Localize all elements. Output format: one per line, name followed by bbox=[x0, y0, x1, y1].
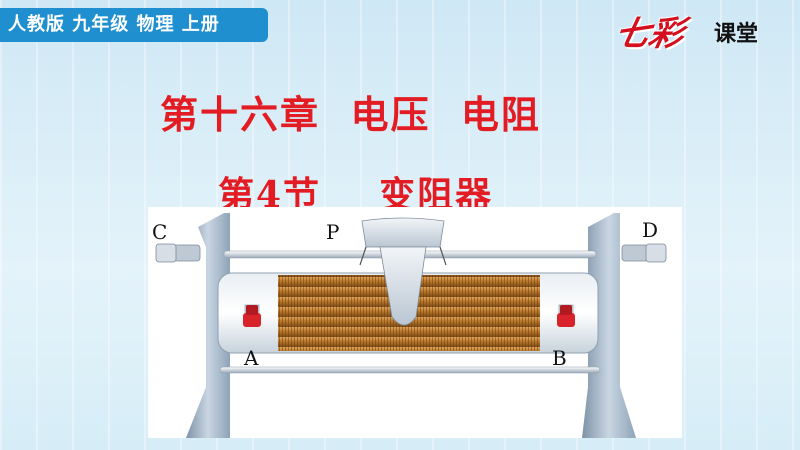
label-b: B bbox=[552, 346, 567, 370]
terminal-c bbox=[155, 243, 201, 263]
right-stand bbox=[582, 213, 636, 438]
brand-logo-script: 七彩 bbox=[611, 14, 688, 54]
label-c: C bbox=[152, 220, 167, 244]
chapter-title: 第十六章 电压 电阻 bbox=[160, 92, 541, 137]
label-d: D bbox=[642, 218, 658, 242]
terminal-a bbox=[243, 304, 261, 327]
slider-p bbox=[359, 217, 447, 326]
label-a: A bbox=[243, 346, 259, 370]
rheostat-figure: C P D A B bbox=[148, 207, 682, 438]
brand-logo: 七彩 课堂 bbox=[602, 10, 792, 54]
left-stand bbox=[186, 213, 230, 438]
rheostat-illustration: C P D A B bbox=[152, 213, 667, 438]
terminal-b bbox=[557, 304, 575, 327]
bottom-rod bbox=[219, 366, 601, 374]
label-p: P bbox=[326, 220, 339, 244]
terminal-d bbox=[621, 243, 667, 263]
edition-tag: 人教版 九年级 物理 上册 bbox=[0, 8, 268, 42]
brand-logo-text: 课堂 bbox=[714, 22, 759, 47]
